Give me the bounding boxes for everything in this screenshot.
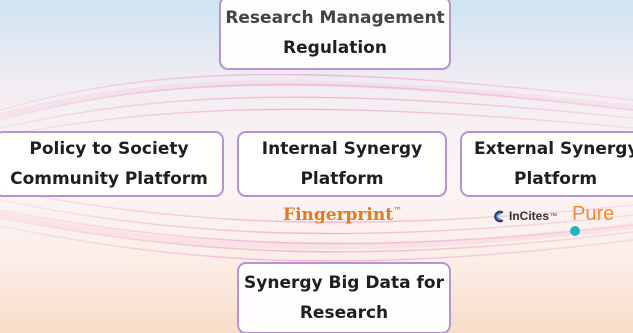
synergy-big-data-box: Synergy Big Data for Research [237,262,451,333]
box-label-line1: Research Management [225,8,445,28]
pure-logo-dot-icon [570,226,580,236]
box-label-line1: Internal Synergy [261,139,423,159]
box-label-line2: Platform [300,169,384,189]
external-synergy-box: External Synergy Platform [460,131,633,197]
incites-icon [494,210,504,222]
box-label-line2: Platform [514,169,598,189]
fingerprint-logo: Fingerprint™ [283,205,402,225]
box-label-line1: Synergy Big Data for [244,273,444,293]
research-management-regulation-box: Research Management Regulation [219,0,451,70]
fingerprint-logo-text: Fingerprint [283,205,394,225]
box-label-line2: Community Platform [10,169,208,189]
pure-logo: Pure [572,203,615,225]
box-label-line1: Policy to Society [29,139,189,159]
policy-to-society-box: Policy to Society Community Platform [0,131,224,197]
fingerprint-trademark: ™ [393,206,403,217]
box-label-line2: Research [299,303,389,323]
box-label-line1: External Synergy [474,139,633,159]
incites-trademark: ™ [550,212,558,220]
box-label-line2: Regulation [283,38,387,58]
internal-synergy-box: Internal Synergy Platform [237,131,447,197]
incites-logo-text: InCites [509,209,550,223]
